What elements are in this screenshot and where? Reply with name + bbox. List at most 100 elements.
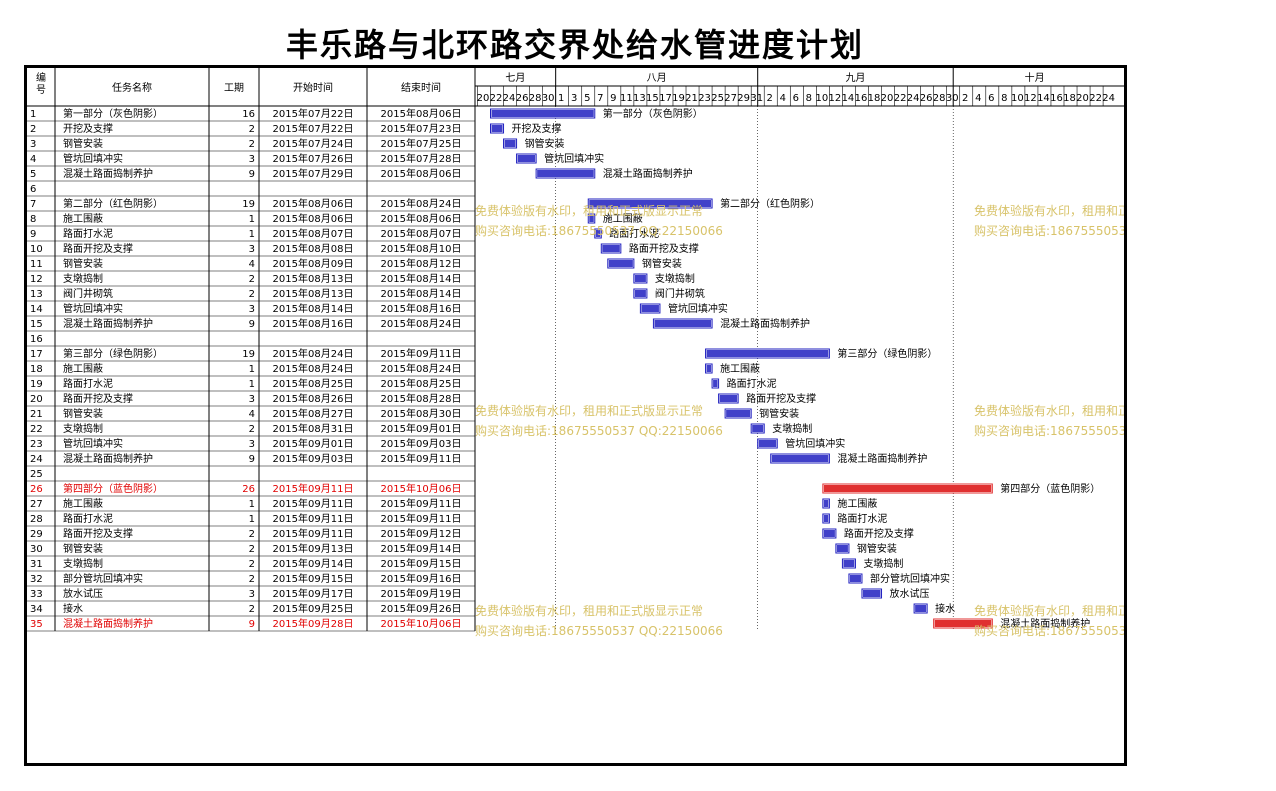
task-end: 2015年07月23日 — [381, 122, 462, 135]
day-label: 2 — [962, 93, 968, 104]
gantt-bar-label: 路面开挖及支撑 — [746, 392, 816, 405]
task-duration: 2 — [249, 139, 255, 150]
task-start: 2015年08月13日 — [273, 272, 354, 285]
task-start: 2015年08月07日 — [273, 227, 354, 240]
day-label: 22 — [1089, 93, 1102, 104]
day-label: 4 — [780, 93, 786, 104]
task-duration: 2 — [249, 289, 255, 300]
gantt-bar — [823, 530, 835, 537]
task-start: 2015年09月28日 — [273, 617, 354, 630]
task-start: 2015年09月01日 — [273, 437, 354, 450]
watermark-line1: 免费体验版有水印，租用和正式版显示正常 — [974, 403, 1124, 418]
gantt-bar — [595, 230, 601, 237]
day-label: 7 — [597, 93, 603, 104]
gantt-bar — [836, 545, 848, 552]
day-label: 31 — [750, 93, 763, 104]
task-duration: 2 — [249, 124, 255, 135]
page-title: 丰乐路与北环路交界处给水管进度计划 — [285, 26, 864, 64]
gantt-bar — [934, 620, 992, 627]
day-label: 11 — [620, 93, 633, 104]
task-duration: 3 — [249, 439, 255, 450]
task-name: 管坑回填冲实 — [63, 437, 123, 450]
day-label: 8 — [806, 93, 812, 104]
task-id: 16 — [30, 334, 43, 345]
task-id: 7 — [30, 199, 36, 210]
task-duration: 3 — [249, 304, 255, 315]
task-duration: 3 — [249, 394, 255, 405]
task-name: 第四部分（蓝色阴影） — [63, 482, 163, 495]
gantt-bar — [823, 500, 829, 507]
task-name: 第二部分（红色阴影） — [63, 197, 163, 210]
task-start: 2015年07月22日 — [273, 107, 354, 120]
month-label: 七月 — [505, 72, 525, 84]
task-end: 2015年08月24日 — [381, 362, 462, 375]
day-label: 16 — [855, 93, 868, 104]
gantt-bar-label: 钢管安装 — [525, 137, 565, 150]
task-end: 2015年09月11日 — [381, 452, 462, 465]
day-label: 10 — [1011, 93, 1024, 104]
task-name: 支墩捣制 — [63, 272, 103, 285]
gantt-bar-label: 路面打水泥 — [727, 377, 777, 390]
gantt-bar-label: 阀门井砌筑 — [655, 287, 705, 300]
task-duration: 1 — [249, 379, 255, 390]
task-end: 2015年10月06日 — [381, 617, 462, 630]
task-name: 接水 — [63, 602, 83, 615]
task-start: 2015年08月06日 — [273, 212, 354, 225]
task-name: 钢管安装 — [63, 407, 103, 420]
task-duration: 9 — [249, 169, 255, 180]
month-label: 八月 — [647, 72, 667, 84]
task-name: 施工围蔽 — [63, 212, 103, 225]
task-name: 部分管坑回填冲实 — [63, 572, 143, 585]
gantt-bar-label: 管坑回填冲实 — [785, 437, 845, 450]
task-id: 28 — [30, 514, 43, 525]
task-name: 路面开挖及支撑 — [63, 392, 133, 405]
task-id: 26 — [30, 484, 43, 495]
month-label: 十月 — [1025, 71, 1045, 84]
task-start: 2015年07月22日 — [273, 122, 354, 135]
month-label: 九月 — [845, 72, 865, 84]
day-label: 30 — [946, 93, 959, 104]
gantt-bar-label: 支墩捣制 — [863, 557, 903, 570]
day-label: 3 — [571, 93, 577, 104]
task-end: 2015年09月11日 — [381, 497, 462, 510]
task-duration: 3 — [249, 154, 255, 165]
task-end: 2015年08月10日 — [381, 242, 462, 255]
column-header: 编 — [36, 71, 46, 84]
task-start: 2015年09月25日 — [273, 602, 354, 615]
gantt-bar — [843, 560, 855, 567]
task-id: 8 — [30, 214, 36, 225]
gantt-bar — [537, 170, 594, 177]
task-end: 2015年08月12日 — [381, 257, 462, 270]
task-end: 2015年08月07日 — [381, 227, 462, 240]
task-duration: 2 — [249, 604, 255, 615]
watermark-line1: 免费体验版有水印，租用和正式版显示正常 — [974, 603, 1124, 618]
column-header: 结束时间 — [401, 81, 441, 94]
gantt-bar-label: 接水 — [935, 602, 955, 615]
day-label: 26 — [516, 93, 529, 104]
watermark-line2: 购买咨询电话:18675550537 QQ:22150066 — [974, 623, 1124, 638]
task-end: 2015年08月25日 — [381, 377, 462, 390]
gantt-bar-label: 路面开挖及支撑 — [629, 242, 699, 255]
task-end: 2015年07月28日 — [381, 152, 462, 165]
table-row: 6 — [27, 184, 475, 197]
task-duration: 9 — [249, 619, 255, 630]
gantt-bar-label: 管坑回填冲实 — [668, 302, 728, 315]
task-name: 阀门井砌筑 — [63, 287, 113, 300]
day-label: 20 — [477, 93, 490, 104]
task-id: 1 — [30, 109, 36, 120]
task-id: 12 — [30, 274, 43, 285]
